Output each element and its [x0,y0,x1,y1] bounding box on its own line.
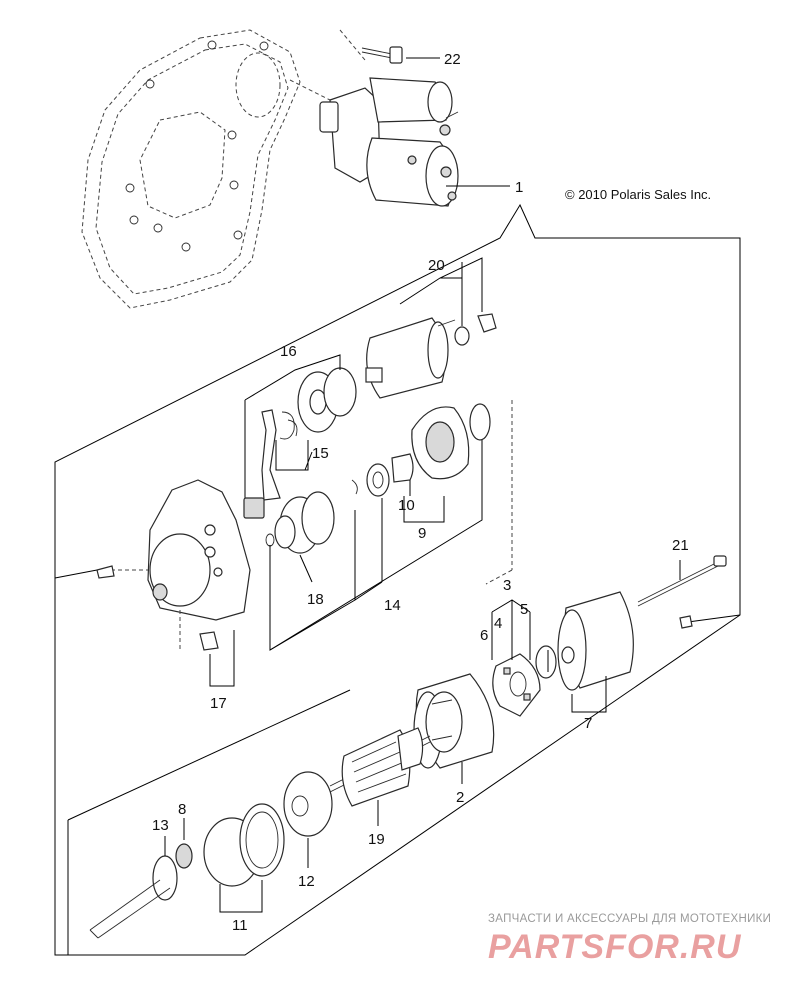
callout-2: 2 [456,789,464,806]
bolt-22 [361,46,403,64]
gear-housing-9 [403,403,491,523]
armature-19 [329,727,431,826]
callout-11: 11 [232,917,248,934]
front-housing-17 [96,479,251,687]
brush-holder-3 [491,599,541,717]
through-bolts-21 [637,555,727,629]
callout-14: 14 [384,597,401,614]
callout-20: 20 [428,257,445,274]
callout-9: 9 [418,525,426,542]
mounting-plate-gasket [81,29,301,309]
callout-15: 15 [312,445,329,462]
starter-motor-assembly [289,29,459,207]
callout-17: 17 [210,695,227,712]
pinion-gear-18 [265,491,335,554]
callout-labels: 22 1 20 16 15 10 9 18 14 21 3 5 4 6 17 7… [152,51,689,934]
callout-1: 1 [515,179,523,196]
callout-10: 10 [398,497,415,514]
plate-12 [283,771,333,868]
solenoid-20 [365,257,497,399]
retainer-clip-set-14 [269,400,513,651]
leader-lines [299,57,549,672]
yoke-field-frame-2 [413,673,495,784]
callout-12: 12 [298,873,315,890]
watermark-caption: ЗАПЧАСТИ И АКСЕССУАРЫ ДЛЯ МОТОТЕХНИКИ [488,913,772,925]
rear-end-cover-7 [535,591,634,713]
callout-16: 16 [280,343,297,360]
watermark-logo: PARTSFOR.RU [488,928,742,966]
washers-16 [244,354,357,433]
callout-5: 5 [520,601,528,618]
copyright-notice: © 2010 Polaris Sales Inc. [565,187,712,202]
callout-22: 22 [444,51,461,68]
ring-gear-11 [203,803,285,913]
shift-lever-15 [243,400,309,519]
callout-3: 3 [503,577,511,594]
callout-8: 8 [178,801,186,818]
explosion-frame [54,203,741,956]
output-shaft-13 [89,836,178,939]
callout-13: 13 [152,817,169,834]
callout-21: 21 [672,537,689,554]
planet-gear-8 [175,818,193,869]
callout-18: 18 [307,591,324,608]
callout-6: 6 [480,627,488,644]
callout-4: 4 [494,615,502,632]
callout-7: 7 [584,715,592,732]
callout-19: 19 [368,831,385,848]
